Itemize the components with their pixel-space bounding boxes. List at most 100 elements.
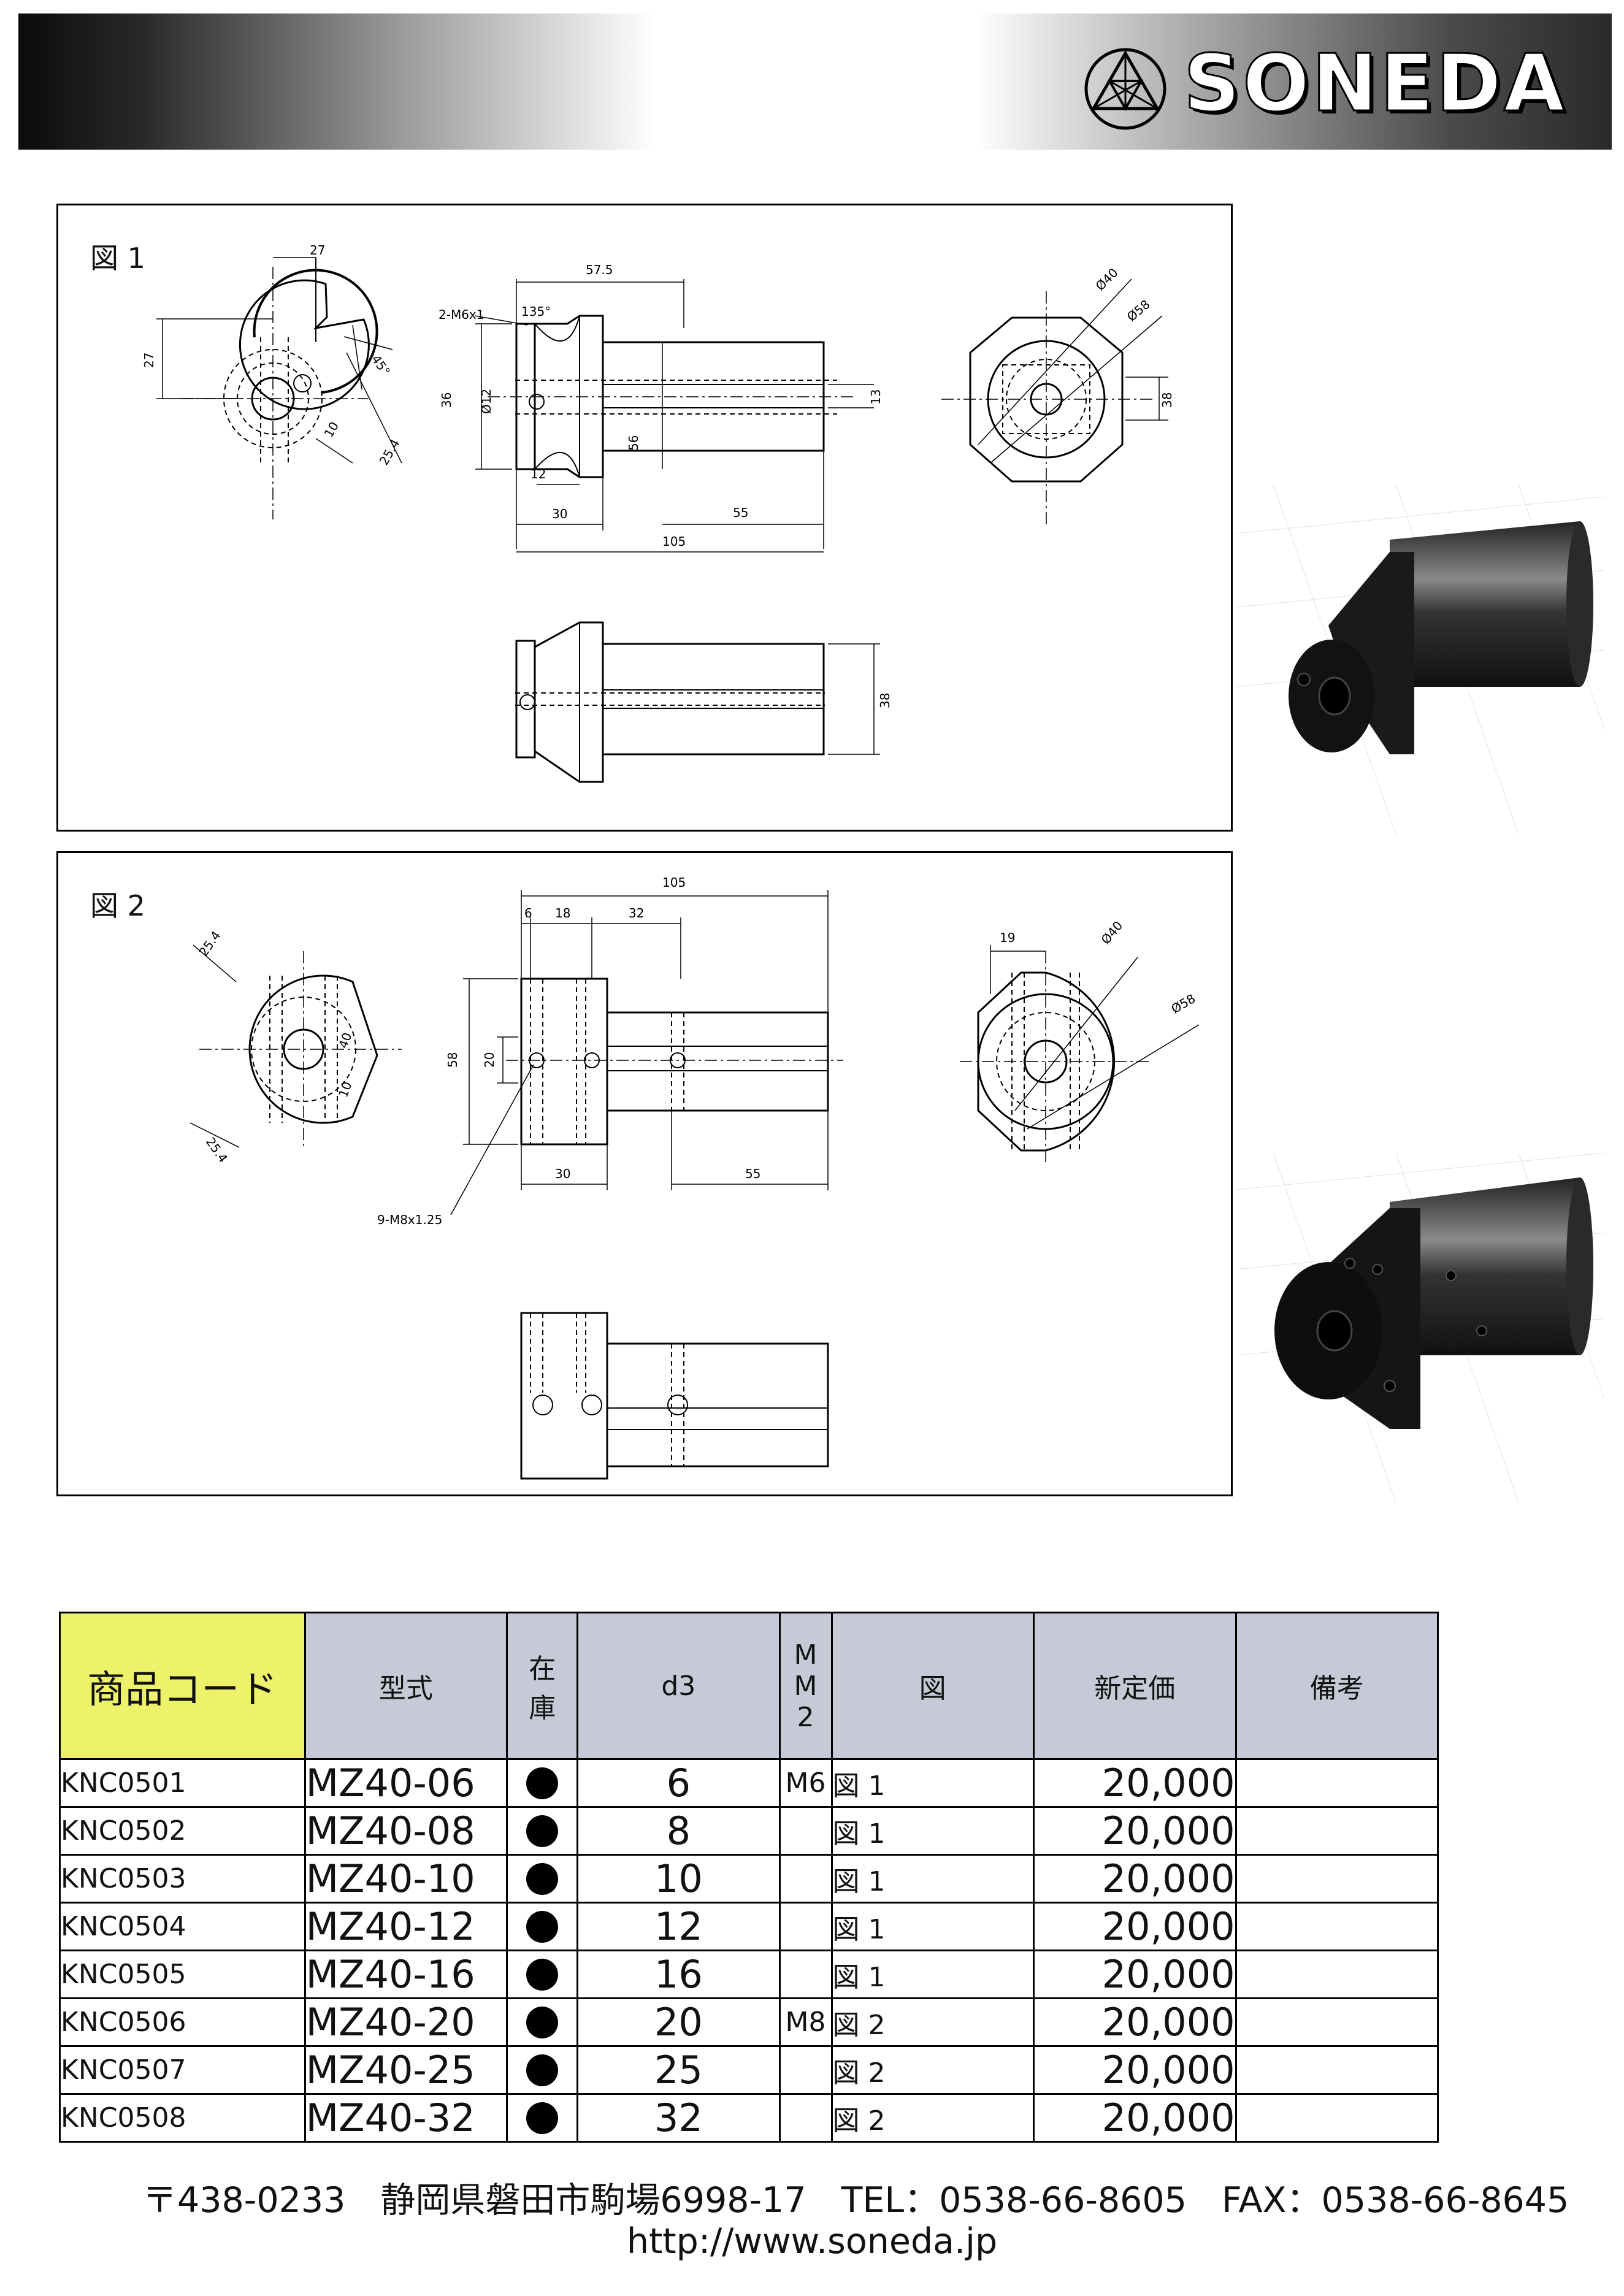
price: 20,000 [1032, 1902, 1237, 1951]
model-number: MZ40-25 [304, 2045, 508, 2095]
price: 20,000 [1032, 1950, 1237, 1999]
price: 20,000 [1032, 2045, 1237, 2095]
table-row: KNC0506 MZ40-20 20 M8 図 2 20,000 [59, 1997, 1439, 2047]
dim-label: 2-M6x1 [439, 307, 484, 322]
header-banner [18, 13, 1612, 150]
price: 20,000 [1032, 2093, 1237, 2143]
model-number: MZ40-06 [304, 1758, 508, 1808]
column-header-stock: 在庫 [506, 1612, 579, 1760]
dim-label: Ø58 [1124, 297, 1153, 324]
figure-ref: 図 1 [830, 1950, 1035, 1999]
dim-label: 27 [142, 353, 156, 368]
d3-value: 32 [576, 2093, 781, 2143]
dim-label: 30 [552, 507, 567, 521]
figure-ref: 図 1 [830, 1854, 1035, 1904]
notes [1235, 1854, 1439, 1904]
dim-label: 25.4 [196, 928, 223, 959]
in-stock-dot-icon [506, 2093, 579, 2143]
fig1-front-view [156, 257, 402, 519]
product-code: KNC0501 [59, 1758, 306, 1808]
dim-label: 6 [524, 906, 532, 920]
notes [1235, 1997, 1439, 2047]
figure-2-label: 図 2 [90, 889, 145, 922]
dim-label: 105 [662, 534, 686, 549]
column-header-code: 商品コード [59, 1612, 306, 1760]
mm2-value [778, 2093, 833, 2143]
model-number: MZ40-12 [304, 1902, 508, 1951]
d3-value: 6 [576, 1758, 781, 1808]
mm2-value [778, 1806, 833, 1856]
soneda-logo-icon [1084, 48, 1166, 130]
figure-ref: 図 1 [830, 1806, 1035, 1856]
company-address: 〒438-0233 静岡県磐田市駒場6998-17 TEL：0538-66-86… [142, 2180, 1569, 2221]
fig1-side-view [475, 279, 874, 553]
in-stock-dot-icon [506, 1758, 579, 1808]
dim-label: 30 [555, 1166, 570, 1181]
dim-label: 13 [868, 389, 883, 405]
column-header-d3: d3 [576, 1612, 781, 1760]
model-number: MZ40-10 [304, 1854, 508, 1904]
product-code: KNC0503 [59, 1854, 306, 1904]
table-row: KNC0502 MZ40-08 8 図 1 20,000 [59, 1806, 1439, 1856]
column-header-notes: 備考 [1235, 1612, 1439, 1760]
product-code: KNC0505 [59, 1950, 306, 1999]
figure-ref: 図 1 [830, 1758, 1035, 1808]
column-header-model: 型式 [304, 1612, 508, 1760]
product-code: KNC0507 [59, 2045, 306, 2095]
column-header-figure: 図 [830, 1612, 1035, 1760]
product-render-2-image [1236, 1153, 1604, 1502]
fig1-end-view [941, 278, 1168, 524]
price: 20,000 [1032, 1854, 1237, 1904]
table-row: KNC0501 MZ40-06 6 M6 図 1 20,000 [59, 1758, 1439, 1808]
in-stock-dot-icon [506, 1902, 579, 1951]
in-stock-dot-icon [506, 1997, 579, 2047]
price: 20,000 [1032, 1806, 1237, 1856]
dim-label: 55 [733, 505, 748, 520]
company-url-link[interactable]: http://www.soneda.jp [626, 2221, 998, 2262]
product-code: KNC0508 [59, 2093, 306, 2143]
dim-label: 40 [335, 1031, 354, 1050]
fig2-side-view [450, 890, 843, 1215]
dim-label: 57.5 [586, 262, 613, 277]
fig2-bottom-view [520, 1312, 829, 1480]
dim-label: 9-M8x1.25 [377, 1212, 442, 1227]
figure-2-drawing: 25.4 25.4 40 10 105 6 18 32 58 20 30 55 … [190, 875, 1200, 1480]
dim-label: 25.4 [377, 437, 403, 468]
product-code: KNC0504 [59, 1902, 306, 1951]
fig1-bottom-view [515, 621, 880, 783]
d3-value: 10 [576, 1854, 781, 1904]
dim-label: Ø40 [1098, 918, 1125, 947]
notes [1235, 1902, 1439, 1951]
notes [1235, 1950, 1439, 1999]
column-header-price: 新定価 [1032, 1612, 1237, 1760]
notes [1235, 1758, 1439, 1808]
dim-label: 58 [445, 1052, 460, 1068]
table-row: KNC0507 MZ40-25 25 図 2 20,000 [59, 2045, 1439, 2095]
d3-value: 25 [576, 2045, 781, 2095]
dim-label: Ø40 [1093, 265, 1121, 293]
brand-name: SONEDA [1183, 37, 1567, 131]
dim-label: Ø12 [479, 389, 494, 414]
model-number: MZ40-32 [304, 2093, 508, 2143]
price: 20,000 [1032, 1997, 1237, 2047]
figure-ref: 図 1 [830, 1902, 1035, 1951]
dim-label: 27 [310, 243, 325, 258]
notes [1235, 2045, 1439, 2095]
dim-label: 32 [629, 906, 644, 920]
mm2-value [778, 1854, 833, 1904]
dim-label: 55 [745, 1166, 760, 1181]
dim-label: 10 [321, 419, 342, 440]
fig2-front-view [190, 944, 402, 1148]
product-code: KNC0502 [59, 1806, 306, 1856]
dim-label: 56 [626, 435, 641, 451]
notes [1235, 2093, 1439, 2143]
mm2-value: M6 [778, 1758, 833, 1808]
dim-label: 20 [482, 1052, 497, 1068]
dim-label: 18 [555, 906, 570, 920]
dim-label: 105 [662, 875, 686, 890]
model-number: MZ40-16 [304, 1950, 508, 1999]
dim-label: 19 [1000, 930, 1015, 945]
in-stock-dot-icon [506, 2045, 579, 2095]
